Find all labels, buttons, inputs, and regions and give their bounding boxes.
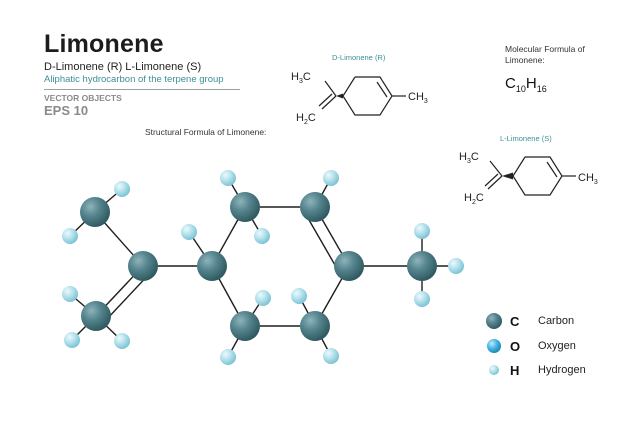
isomer-subtitle: D-Limonene (R) L-Limonene (S) (44, 61, 202, 73)
carbon-legend-icon (486, 313, 502, 329)
hydrogen-atoms (62, 170, 464, 365)
l-h3c-label: H3C (459, 151, 479, 165)
legend-symbol: O (510, 338, 521, 354)
compound-description: Aliphatic hydrocarbon of the terpene gro… (44, 74, 224, 85)
hydrogen-atom (291, 288, 307, 304)
molecular-formula-label: Molecular Formula of Limonene: (505, 44, 585, 65)
d-limonene-skeletal-formula (318, 76, 406, 116)
hydrogen-atom (181, 224, 197, 240)
legend-symbol: C (510, 313, 520, 329)
formula-c: C (505, 75, 516, 92)
hydrogen-atom (62, 286, 78, 302)
hydrogen-legend-icon (489, 365, 499, 375)
hydrogen-atom (414, 223, 430, 239)
hydrogen-atom (220, 170, 236, 186)
legend-name: Oxygen (538, 340, 576, 352)
l-ch3-label: CH3 (578, 172, 598, 186)
ball-and-stick-model (62, 170, 464, 365)
l-limonene-label: L-Limonene (S) (500, 134, 552, 143)
hydrogen-atom (254, 228, 270, 244)
d-ring-bonds (342, 76, 393, 116)
carbon-atom (300, 311, 330, 341)
carbon-atom (334, 251, 364, 281)
vector-objects-label: VECTOR OBJECTS (44, 93, 122, 103)
formula-h: H (525, 75, 537, 92)
l-ring-double-bond (546, 161, 558, 178)
legend-row-oxygen: O Oxygen (486, 336, 576, 356)
carbon-atom (300, 192, 330, 222)
carbon-atom (407, 251, 437, 281)
carbon-atom (128, 251, 158, 281)
carbon-atom (230, 192, 260, 222)
bond-c6-c7-double (304, 212, 340, 273)
d-ring-double-bond (376, 81, 388, 98)
eps-label: EPS 10 (44, 103, 89, 118)
legend-row-hydrogen: H Hydrogen (486, 360, 586, 380)
l-ring-bonds (512, 156, 563, 196)
l-lower-branch-double (484, 173, 499, 187)
d-h3c-label: H3C (291, 71, 311, 85)
legend-name: Hydrogen (538, 364, 586, 376)
hydrogen-atom (114, 333, 130, 349)
legend-symbol: H (510, 362, 520, 378)
hydrogen-atom (255, 290, 271, 306)
bonds (69, 177, 456, 358)
legend-name: Carbon (538, 315, 575, 327)
hydrogen-atom (64, 332, 80, 348)
hydrogen-atom (323, 170, 339, 186)
page-title: Limonene (44, 30, 164, 58)
l-h2c-label: H2C (464, 192, 484, 206)
legend-row-carbon: C Carbon (486, 311, 574, 331)
d-h2c-label: H2C (296, 112, 316, 126)
molecular-formula: C10H16 (505, 75, 547, 94)
d-limonene-label: D-Limonene (R) (332, 53, 386, 62)
hydrogen-atom (323, 348, 339, 364)
carbon-atom (81, 301, 111, 331)
hydrogen-atom (448, 258, 464, 274)
formula-h-count: 16 (536, 84, 547, 94)
carbon-atom (230, 311, 260, 341)
hydrogen-atom (114, 181, 130, 197)
l-wedge-bond (502, 172, 513, 180)
l-upper-branch-bond (489, 160, 503, 177)
d-lower-branch-double (318, 93, 333, 107)
formula-c-count: 10 (515, 84, 526, 94)
hydrogen-atom (62, 228, 78, 244)
l-lower-branch-bond (487, 175, 503, 190)
d-lower-branch-bond (321, 95, 337, 110)
carbon-atom (197, 251, 227, 281)
carbon-atoms (80, 192, 437, 341)
oxygen-legend-icon (487, 339, 501, 353)
header-divider (44, 89, 240, 90)
d-ch3-label: CH3 (408, 91, 428, 105)
hydrogen-atom (220, 349, 236, 365)
hydrogen-atom (414, 291, 430, 307)
structural-formula-label: Structural Formula of Limonene: (145, 127, 267, 137)
l-limonene-skeletal-formula (484, 156, 576, 196)
carbon-atom (80, 197, 110, 227)
d-upper-branch-bond (324, 80, 337, 97)
d-wedge-bond (336, 93, 343, 99)
